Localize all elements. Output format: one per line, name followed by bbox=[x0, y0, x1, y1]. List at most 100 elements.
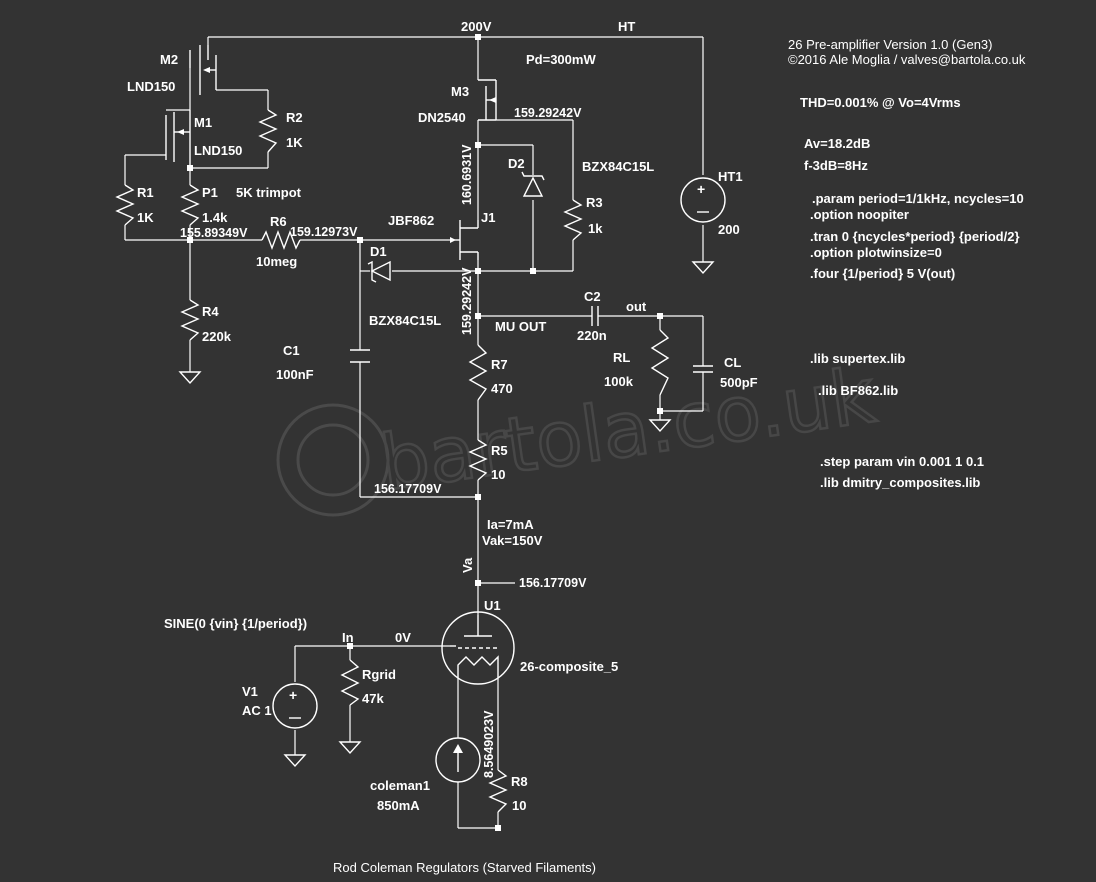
d2-value: BZX84C15L bbox=[582, 159, 654, 174]
spice-directive: .lib BF862.lib bbox=[818, 383, 898, 398]
ground-symbols bbox=[178, 261, 715, 768]
r5-resistor[interactable] bbox=[468, 439, 488, 481]
node-voltage: 156.17709V bbox=[374, 482, 442, 496]
net-label-in: In bbox=[342, 630, 354, 645]
r8-value: 10 bbox=[512, 798, 526, 813]
m1-name: M1 bbox=[194, 115, 212, 130]
j1-value: JBF862 bbox=[388, 213, 434, 228]
r1-resistor[interactable] bbox=[115, 184, 135, 226]
header-copyright: ©2016 Ale Moglia / valves@bartola.co.uk bbox=[788, 52, 1026, 67]
m1-mosfet[interactable] bbox=[165, 110, 191, 168]
c1-value: 100nF bbox=[276, 367, 314, 382]
spice-directive: .step param vin 0.001 1 0.1 bbox=[820, 454, 984, 469]
node-voltage: 160.6931V bbox=[460, 144, 474, 205]
m3-name: M3 bbox=[451, 84, 469, 99]
v1-source-spec: SINE(0 {vin} {1/period}) bbox=[164, 616, 307, 631]
coleman-current-source[interactable] bbox=[435, 737, 481, 783]
p1-trimpot[interactable] bbox=[180, 184, 200, 226]
r6-resistor[interactable] bbox=[261, 230, 301, 250]
r3-value: 1k bbox=[588, 221, 603, 236]
d2-zener[interactable] bbox=[521, 171, 545, 197]
rl-name: RL bbox=[613, 350, 630, 365]
spice-directive: .option noopiter bbox=[810, 207, 909, 222]
m3-value: DN2540 bbox=[418, 110, 466, 125]
cl-value: 500pF bbox=[720, 375, 758, 390]
rgrid-resistor[interactable] bbox=[340, 659, 360, 706]
r6-name: R6 bbox=[270, 214, 287, 229]
ia-note: Ia=7mA bbox=[487, 517, 534, 532]
av-note: Av=18.2dB bbox=[804, 136, 870, 151]
j1-name: J1 bbox=[481, 210, 495, 225]
u1-triode[interactable] bbox=[441, 611, 515, 685]
spice-directive: .param period=1/1kHz, ncycles=10 bbox=[812, 191, 1024, 206]
svg-text:+: + bbox=[289, 687, 297, 703]
node-voltage: 156.17709V bbox=[519, 576, 587, 590]
f3db-note: f-3dB=8Hz bbox=[804, 158, 868, 173]
footer-caption: Rod Coleman Regulators (Starved Filament… bbox=[333, 860, 596, 875]
net-label-200v: 200V bbox=[461, 19, 492, 34]
m3-mosfet[interactable] bbox=[478, 79, 497, 121]
r1-value: 1K bbox=[137, 210, 154, 225]
trimpot-note: 5K trimpot bbox=[236, 185, 302, 200]
net-label-va: Va bbox=[460, 557, 475, 573]
ht1-value: 200 bbox=[718, 222, 740, 237]
d1-name: D1 bbox=[370, 244, 387, 259]
v1-source[interactable]: + bbox=[272, 683, 318, 729]
ht1-source[interactable]: + bbox=[680, 177, 726, 223]
c2-value: 220n bbox=[577, 328, 607, 343]
spice-directive: .lib supertex.lib bbox=[810, 351, 905, 366]
p1-value: 1.4k bbox=[202, 210, 228, 225]
r3-name: R3 bbox=[586, 195, 603, 210]
c1-name: C1 bbox=[283, 343, 300, 358]
p1-name: P1 bbox=[202, 185, 218, 200]
net-label-out: out bbox=[626, 299, 647, 314]
node-voltage: 159.29242V bbox=[460, 267, 474, 335]
d1-zener[interactable] bbox=[367, 260, 391, 283]
c2-name: C2 bbox=[584, 289, 601, 304]
thd-note: THD=0.001% @ Vo=4Vrms bbox=[800, 95, 961, 110]
watermark: bartola.co.uk bbox=[276, 349, 881, 517]
j1-jfet[interactable] bbox=[450, 220, 479, 260]
r4-name: R4 bbox=[202, 304, 219, 319]
m2-mosfet[interactable] bbox=[189, 45, 217, 95]
m2-value: LND150 bbox=[127, 79, 175, 94]
r5-name: R5 bbox=[491, 443, 508, 458]
r7-resistor[interactable] bbox=[468, 344, 488, 401]
r1-name: R1 bbox=[137, 185, 154, 200]
c2-capacitor[interactable] bbox=[591, 306, 599, 326]
v1-name: V1 bbox=[242, 684, 258, 699]
spice-directive: .option plotwinsize=0 bbox=[810, 245, 942, 260]
r2-value: 1K bbox=[286, 135, 303, 150]
svg-text:+: + bbox=[697, 181, 705, 197]
r7-value: 470 bbox=[491, 381, 513, 396]
net-label-mu-out: MU OUT bbox=[495, 319, 546, 334]
r4-resistor[interactable] bbox=[180, 299, 200, 341]
rgrid-name: Rgrid bbox=[362, 667, 396, 682]
c1-capacitor[interactable] bbox=[350, 349, 370, 363]
wires bbox=[124, 36, 704, 829]
v1-value: AC 1 bbox=[242, 703, 272, 718]
r2-name: R2 bbox=[286, 110, 303, 125]
rl-resistor[interactable] bbox=[650, 329, 670, 396]
header-title: 26 Pre-amplifier Version 1.0 (Gen3) bbox=[788, 37, 992, 52]
spice-directive: .tran 0 {ncycles*period} {period/2} bbox=[810, 229, 1020, 244]
r8-name: R8 bbox=[511, 774, 528, 789]
pd-note: Pd=300mW bbox=[526, 52, 596, 67]
node-voltage: 159.12973V bbox=[290, 225, 358, 239]
coleman-value: 850mA bbox=[377, 798, 420, 813]
r5-value: 10 bbox=[491, 467, 505, 482]
spice-directive: .lib dmitry_composites.lib bbox=[820, 475, 980, 490]
coleman-name: coleman1 bbox=[370, 778, 430, 793]
rl-value: 100k bbox=[604, 374, 634, 389]
r3-resistor[interactable] bbox=[563, 199, 583, 241]
r8-resistor[interactable] bbox=[488, 769, 508, 813]
d1-value: BZX84C15L bbox=[369, 313, 441, 328]
r2-resistor[interactable] bbox=[258, 109, 278, 153]
rgrid-value: 47k bbox=[362, 691, 384, 706]
r7-name: R7 bbox=[491, 357, 508, 372]
m2-name: M2 bbox=[160, 52, 178, 67]
ht1-name: HT1 bbox=[718, 169, 743, 184]
node-voltage: 159.29242V bbox=[514, 106, 582, 120]
cl-capacitor[interactable] bbox=[693, 365, 713, 373]
